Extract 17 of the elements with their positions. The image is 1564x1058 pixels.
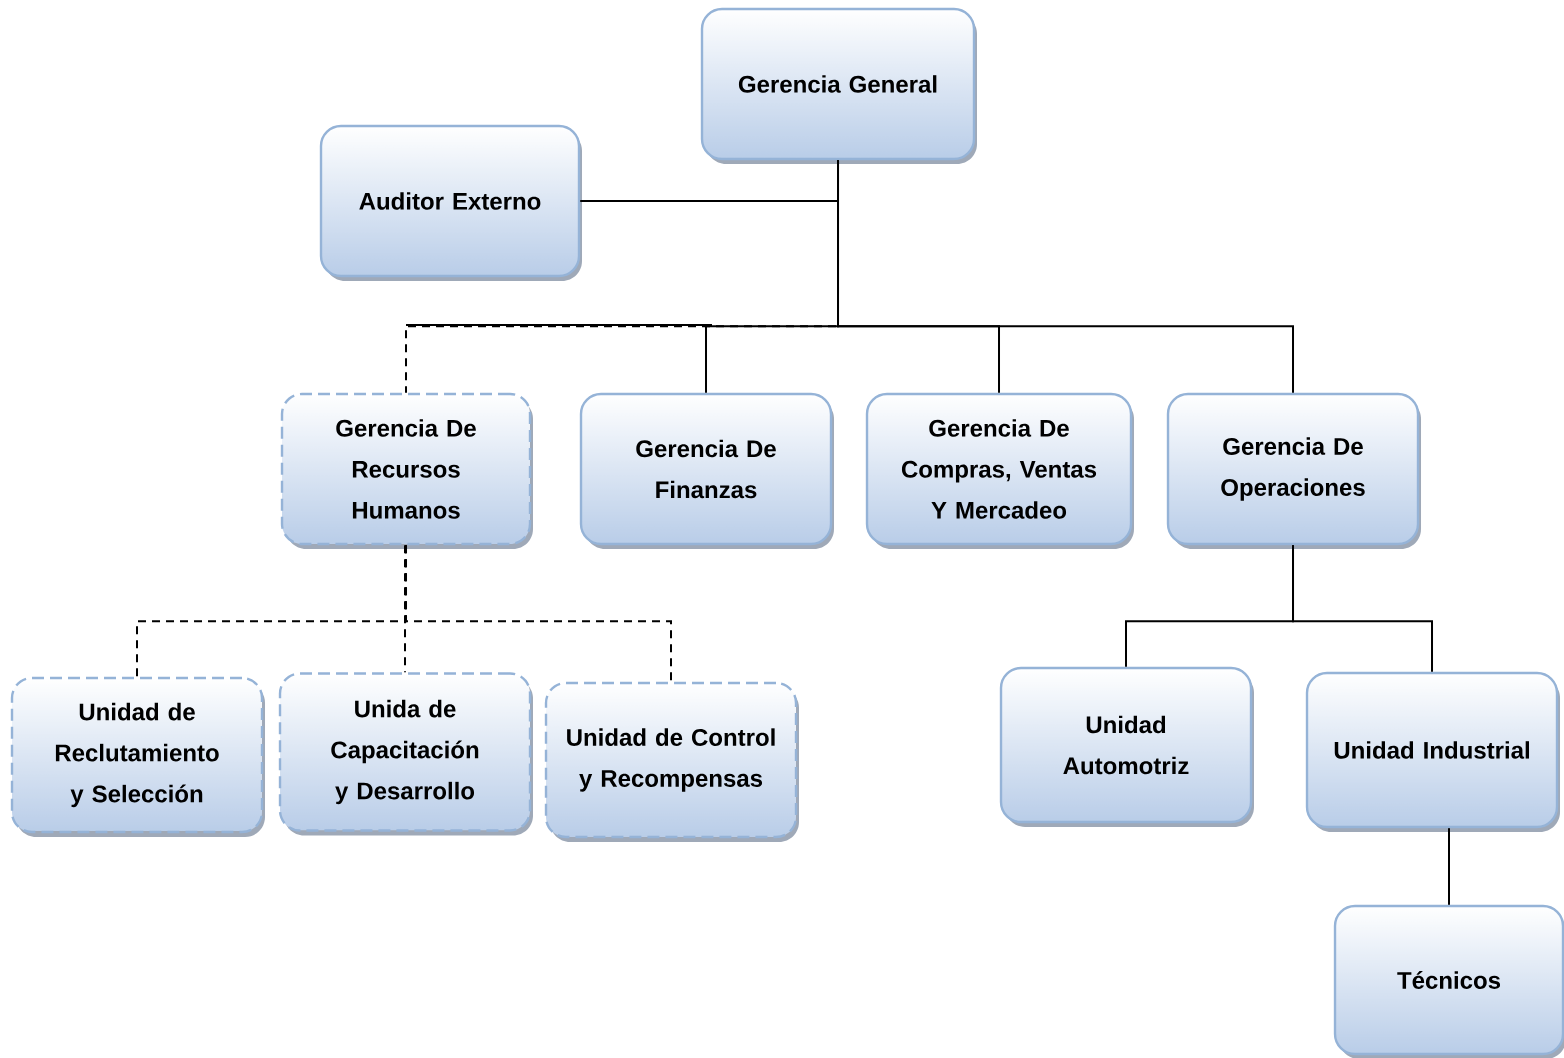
org-box: Unida de Capacitación y Desarrollo (278, 672, 533, 836)
org-box: Unidad de Reclutamiento y Selección (10, 676, 265, 837)
org-box: Unidad Automotriz (999, 666, 1254, 827)
connector-line (1448, 827, 1450, 906)
org-box: Gerencia De Operaciones (1166, 392, 1421, 549)
connector-line (404, 544, 406, 674)
connector-line (1292, 544, 1433, 673)
org-box: Gerencia De Compras, Ventas Y Mercadeo (865, 392, 1134, 549)
org-box: Gerencia General (700, 7, 977, 164)
org-box: Técnicos (1333, 904, 1564, 1058)
connector-line (405, 544, 672, 683)
org-box: Unidad Industrial (1305, 671, 1560, 832)
connector-line (837, 159, 1294, 394)
org-box: Gerencia De Recursos Humanos (280, 392, 533, 549)
org-box: Gerencia De Finanzas (579, 392, 834, 549)
org-box: Unidad de Control y Recompensas (544, 681, 799, 842)
org-box: Auditor Externo (319, 124, 582, 281)
